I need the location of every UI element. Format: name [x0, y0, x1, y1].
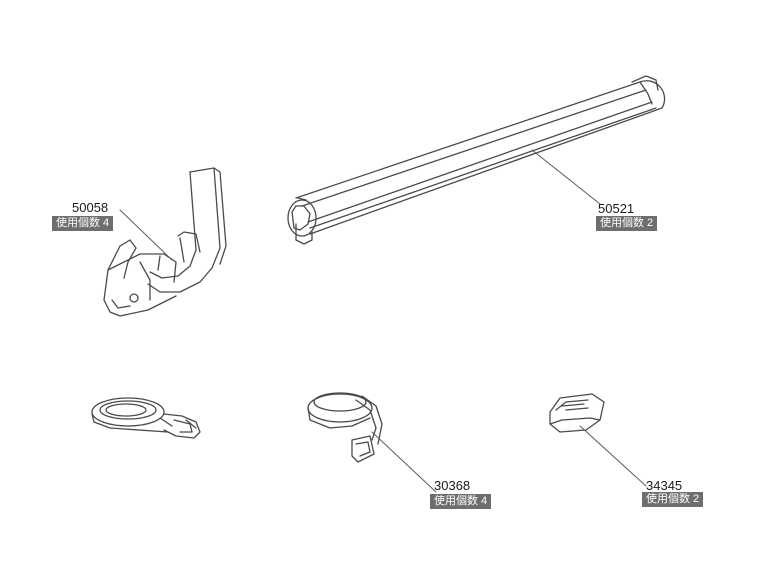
qty-badge-50058: 使用個数 4 [52, 216, 114, 231]
qty-badge-30368: 使用個数 4 [430, 494, 492, 509]
part-number-30368: 30368 [434, 478, 471, 493]
end-cap-icon [549, 393, 605, 433]
leader-30368 [371, 431, 437, 493]
part-number-34345: 34345 [646, 478, 683, 493]
leader-50058 [119, 209, 173, 261]
qty-badge-34345: 使用個数 2 [642, 492, 704, 507]
part-number-50058: 50058 [72, 200, 109, 215]
rail-profile-icon [287, 75, 666, 245]
qty-badge-50521: 使用個数 2 [596, 216, 658, 231]
coiled-strap-icon [307, 392, 383, 463]
leader-lines [119, 149, 647, 493]
ratchet-strap-icon [91, 397, 201, 439]
leader-50521 [531, 149, 601, 205]
strap-clamp-icon [103, 167, 227, 317]
part-number-50521: 50521 [598, 201, 635, 216]
leader-34345 [579, 425, 647, 487]
